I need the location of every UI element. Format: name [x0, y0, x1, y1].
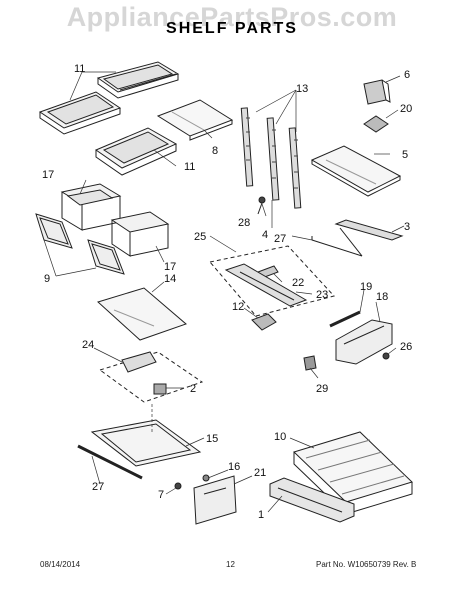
- callout-19: 19: [360, 281, 372, 293]
- watermark: AppliancePartsPros.com: [66, 2, 398, 32]
- bracket-21: [193, 475, 237, 525]
- assembly-25-outline: [209, 245, 335, 317]
- callout-15: 15: [206, 433, 218, 445]
- footer-date: 08/14/2014: [40, 560, 81, 569]
- callout-7: 7: [158, 489, 164, 501]
- footer-part-number: Part No. W10650739 Rev. B: [316, 560, 417, 569]
- screw-7: [174, 482, 182, 490]
- callout-17a: 17: [42, 169, 54, 181]
- callout-28: 28: [238, 217, 250, 229]
- part-19: [329, 310, 361, 328]
- callout-16: 16: [228, 461, 240, 473]
- callout-6: 6: [404, 69, 410, 81]
- freezer-drawer-10: [293, 431, 413, 515]
- callout-25: 25: [194, 231, 206, 243]
- glass-shelf-5: [310, 145, 402, 197]
- callout-8: 8: [212, 145, 218, 157]
- callout-29: 29: [316, 383, 328, 395]
- callout-23: 23: [316, 289, 328, 301]
- callout-13: 13: [296, 83, 308, 95]
- drawer-cover-9-b: [87, 239, 125, 275]
- crisper-drawer-17-b: [110, 211, 170, 257]
- callout-12: 12: [232, 301, 244, 313]
- callout-9: 9: [44, 273, 50, 285]
- callout-26: 26: [400, 341, 412, 353]
- screw-28: [257, 196, 266, 215]
- glass-shelf-14: [97, 287, 187, 341]
- callout-5: 5: [402, 149, 408, 161]
- shelf-11-left: [38, 91, 122, 135]
- callout-3: 3: [404, 221, 410, 233]
- part-29: [303, 355, 317, 371]
- callout-17b: 17: [164, 261, 176, 273]
- assembly-24-outline: [98, 351, 204, 403]
- drawer-front-1: [269, 477, 355, 523]
- callout-11a: 11: [74, 63, 85, 75]
- page-title: SHELF PARTS: [166, 20, 298, 37]
- footer-page-number: 12: [226, 560, 235, 569]
- callout-24: 24: [82, 339, 94, 351]
- screw-26: [382, 352, 390, 360]
- callout-10: 10: [274, 431, 286, 443]
- shelf-rails-13: [240, 107, 302, 209]
- trim-27: [77, 444, 143, 480]
- bracket-18: [335, 319, 393, 365]
- callout-22: 22: [292, 277, 304, 289]
- callout-20: 20: [400, 103, 412, 115]
- callout-14: 14: [164, 273, 176, 285]
- part-6: [363, 79, 391, 105]
- callout-2: 2: [190, 383, 196, 395]
- callout-11b: 11: [184, 161, 195, 173]
- shelf-11-top: [96, 61, 180, 99]
- part-2: [153, 383, 167, 395]
- tray-15: [90, 419, 202, 467]
- callout-1: 1: [258, 509, 264, 521]
- shelf-11-lower: [94, 127, 178, 176]
- callout-21: 21: [254, 467, 266, 479]
- shelf-frame-3: [311, 219, 404, 257]
- callout-18: 18: [376, 291, 388, 303]
- callout-27a: 27: [274, 233, 286, 245]
- part-16: [202, 474, 210, 482]
- callout-4: 4: [262, 229, 268, 241]
- part-24-trim: [121, 351, 157, 373]
- shelf-8: [156, 99, 234, 141]
- part-23: [224, 263, 308, 307]
- crisper-drawer-17-a: [60, 183, 122, 231]
- part-20: [363, 115, 389, 133]
- drawer-cover-9-a: [35, 213, 73, 249]
- callout-27b: 27: [92, 481, 104, 493]
